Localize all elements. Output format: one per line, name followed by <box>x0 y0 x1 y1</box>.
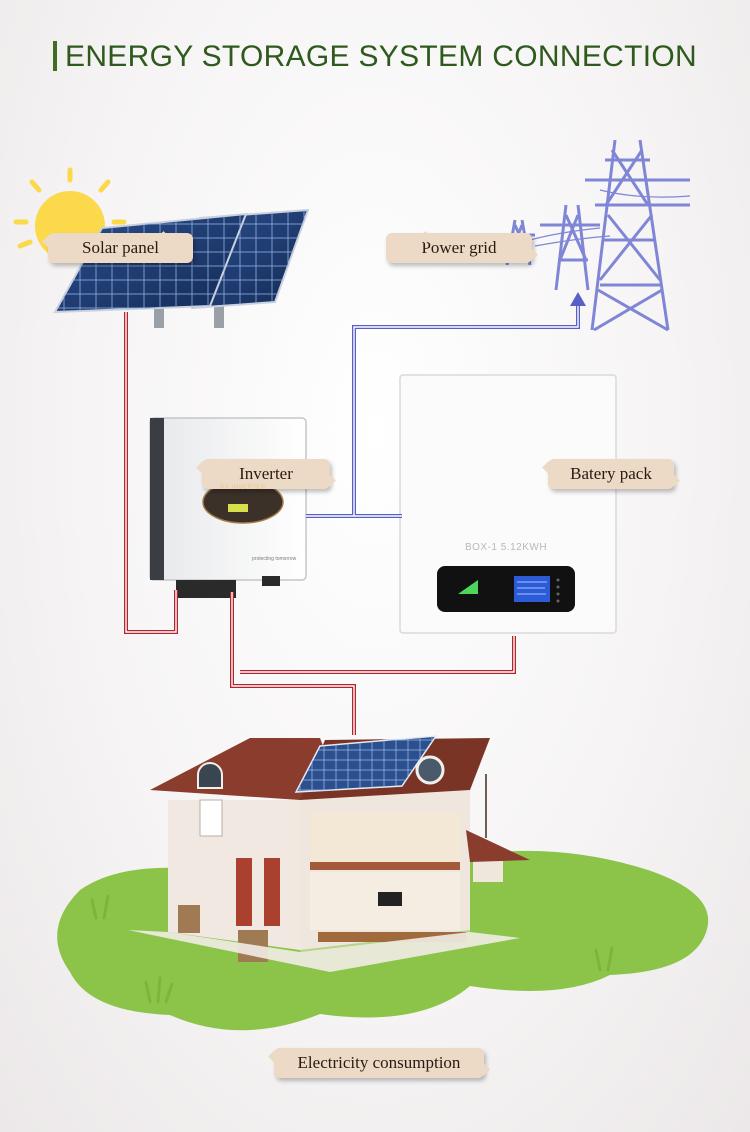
label-inverter-text: Inverter <box>239 464 293 483</box>
label-power-grid: Power grid <box>386 233 532 263</box>
label-consumption-text: Electricity consumption <box>297 1053 461 1072</box>
label-solar-panel: Solar panel <box>48 233 193 263</box>
inverter-caption: protecting tomorrow <box>252 556 297 562</box>
power-tower-icon <box>500 139 691 332</box>
label-battery-pack: Batery pack <box>548 459 674 489</box>
house-icon <box>128 735 530 972</box>
grid-wire-inner <box>306 306 579 517</box>
dc-wire-inner <box>125 312 515 735</box>
label-power-grid-text: Power grid <box>421 238 497 257</box>
label-battery-pack-text: Batery pack <box>570 464 652 483</box>
battery-model-label: BOX-1 5.12KWH <box>464 542 548 553</box>
page-title: ENERGY STORAGE SYSTEM CONNECTION <box>0 40 750 74</box>
battery-pack-icon <box>399 374 617 634</box>
inverter-icon <box>149 417 307 598</box>
label-electricity-consumption: Electricity consumption <box>274 1048 484 1078</box>
page-title-text: ENERGY STORAGE SYSTEM CONNECTION <box>65 40 697 73</box>
label-inverter: Inverter <box>202 459 330 489</box>
title-accent-bar <box>53 41 58 71</box>
label-solar-panel-text: Solar panel <box>82 238 159 257</box>
inverter-screen-label: PV INVERTER <box>220 485 266 491</box>
